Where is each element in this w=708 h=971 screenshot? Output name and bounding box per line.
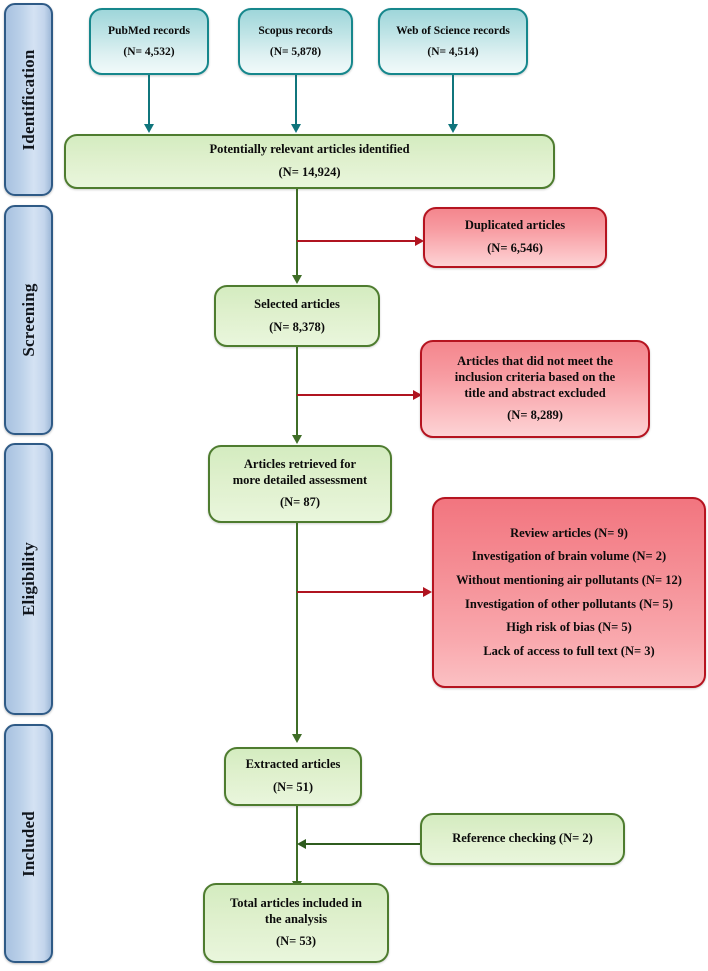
flow-box-retrieved: Articles retrieved for more detailed ass…: [208, 445, 392, 523]
total-title-line-2: the analysis: [264, 911, 328, 926]
arrowhead-pubmed-to-identified: [144, 124, 154, 133]
source-box-pubmed: PubMed records (N= 4,532): [89, 8, 209, 75]
eligibility-reason-2: Investigation of brain volume (N= 2): [471, 549, 667, 564]
arrowhead-to-eligibility-exclusion: [423, 587, 432, 597]
eligibility-reason-3: Without mentioning air pollutants (N= 12…: [456, 572, 682, 587]
source-pubmed-count: (N= 4,532): [123, 46, 175, 58]
duplicated-title: Duplicated articles: [464, 218, 566, 233]
stage-identification: Identification: [4, 3, 53, 196]
stage-screening-label: Screening: [18, 283, 38, 357]
arrowhead-to-criteria-exclusion: [413, 390, 422, 400]
extracted-title: Extracted articles: [245, 757, 341, 772]
flow-box-total-included: Total articles included in the analysis …: [203, 883, 389, 963]
criteria-line-1: Articles that did not meet the: [457, 354, 613, 369]
retrieved-title-line-2: more detailed assessment: [232, 472, 368, 487]
connector-identified-to-selected: [296, 189, 298, 276]
retrieved-title-line-1: Articles retrieved for: [243, 457, 357, 472]
exclusion-box-eligibility-reasons: Review articles (N= 9) Investigation of …: [432, 497, 706, 688]
total-count: (N= 53): [275, 934, 317, 949]
arrowhead-selected-to-retrieved: [292, 435, 302, 444]
extracted-count: (N= 51): [272, 780, 314, 794]
connector-to-criteria-exclusion: [297, 394, 415, 396]
stage-eligibility-label: Eligibility: [18, 542, 38, 616]
arrowhead-retrieved-to-extracted: [292, 734, 302, 743]
criteria-count: (N= 8,289): [507, 408, 563, 423]
duplicated-count: (N= 6,546): [487, 241, 543, 255]
identified-title: Potentially relevant articles identified: [209, 142, 410, 157]
stage-eligibility: Eligibility: [4, 443, 53, 715]
total-title-line-1: Total articles included in: [230, 896, 362, 911]
criteria-line-3: title and abstract excluded: [464, 385, 606, 400]
flow-box-reference-checking: Reference checking (N= 2): [420, 813, 625, 865]
connector-selected-to-retrieved: [296, 347, 298, 436]
source-scopus-title: Scopus records: [258, 24, 333, 37]
eligibility-reason-1: Review articles (N= 9): [510, 525, 628, 540]
arrowhead-to-duplicated: [415, 236, 424, 246]
connector-retrieved-to-extracted: [296, 523, 298, 735]
connector-pubmed-to-identified: [148, 75, 150, 125]
source-wos-title: Web of Science records: [396, 24, 510, 37]
eligibility-reason-4: Investigation of other pollutants (N= 5): [465, 596, 673, 611]
stage-screening: Screening: [4, 205, 53, 435]
selected-title: Selected articles: [254, 296, 340, 311]
identified-count: (N= 14,924): [278, 165, 341, 179]
source-box-web-of-science: Web of Science records (N= 4,514): [378, 8, 528, 75]
connector-to-duplicated: [297, 240, 417, 242]
source-wos-count: (N= 4,514): [427, 46, 479, 58]
arrowhead-scopus-to-identified: [291, 124, 301, 133]
flow-box-selected: Selected articles (N= 8,378): [214, 285, 380, 347]
stage-included-label: Included: [18, 810, 38, 877]
retrieved-count: (N= 87): [279, 495, 321, 510]
connector-wos-to-identified: [452, 75, 454, 125]
stage-identification-label: Identification: [18, 48, 38, 151]
connector-reference-checking: [306, 843, 420, 845]
arrowhead-reference-checking: [297, 839, 306, 849]
selected-count: (N= 8,378): [269, 319, 325, 334]
source-pubmed-title: PubMed records: [108, 24, 190, 37]
flow-box-extracted: Extracted articles (N= 51): [224, 747, 362, 806]
reference-checking-title: Reference checking (N= 2): [452, 831, 593, 846]
connector-to-eligibility-exclusion: [297, 591, 425, 593]
exclusion-box-duplicated: Duplicated articles (N= 6,546): [423, 207, 607, 268]
arrowhead-identified-to-selected: [292, 275, 302, 284]
exclusion-box-criteria: Articles that did not meet the inclusion…: [420, 340, 650, 438]
stage-included: Included: [4, 724, 53, 963]
criteria-line-2: inclusion criteria based on the: [454, 369, 616, 384]
source-scopus-count: (N= 5,878): [269, 46, 322, 58]
source-box-scopus: Scopus records (N= 5,878): [238, 8, 353, 75]
eligibility-reason-6: Lack of access to full text (N= 3): [483, 643, 655, 658]
arrowhead-wos-to-identified: [448, 124, 458, 133]
connector-scopus-to-identified: [295, 75, 297, 125]
eligibility-reason-5: High risk of bias (N= 5): [506, 620, 632, 635]
flow-box-identified: Potentially relevant articles identified…: [64, 134, 555, 189]
